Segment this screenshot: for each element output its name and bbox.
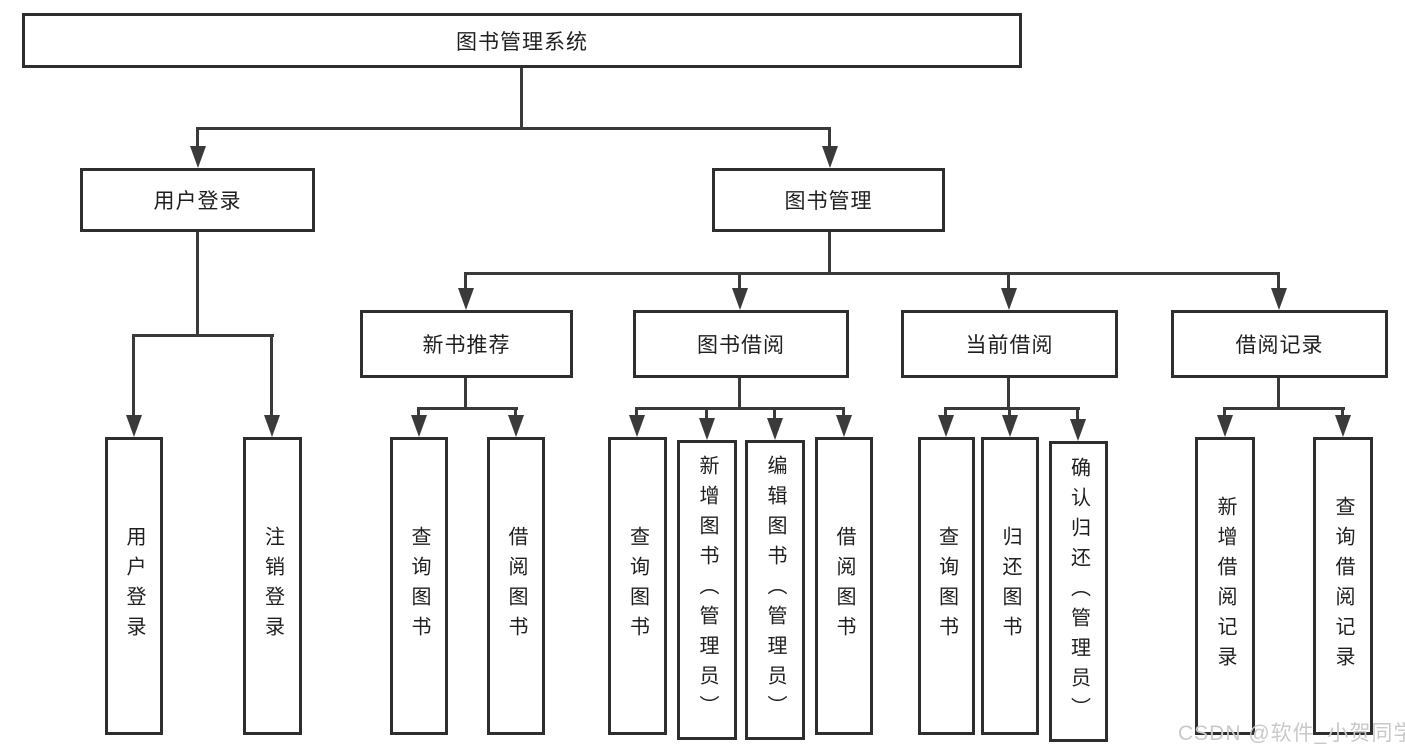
leaf-add-borrow-record: 新增借阅记录 (1195, 437, 1255, 735)
connector-level1-drop-right (828, 127, 831, 150)
node-label: 新增借阅记录 (1214, 496, 1236, 676)
connector-login-drop-2 (270, 334, 273, 418)
node-label: 查询图书 (626, 526, 649, 646)
connector-recommend-hline (417, 407, 518, 410)
node-label: 借阅图书 (505, 526, 527, 646)
node-borrow-records: 借阅记录 (1171, 310, 1388, 378)
leaf-confirm-return-admin: 确认归还（管理员） (1049, 441, 1108, 742)
node-user-login: 用户登录 (80, 168, 315, 232)
node-label: 用户登录 (153, 190, 242, 213)
connector-records-drop-2 (1341, 407, 1344, 417)
connector-level2-drop-1 (464, 272, 467, 292)
connector-records-hline (1223, 407, 1345, 410)
node-book-borrow: 图书借阅 (633, 310, 849, 378)
arrowhead-icon (1217, 415, 1233, 437)
arrowhead-icon (508, 415, 524, 437)
node-label: 查询图书 (408, 526, 430, 646)
arrowhead-icon (1070, 419, 1086, 441)
arrowhead-icon (264, 415, 280, 437)
node-label: 注销登录 (261, 526, 284, 646)
connector-borrow-drop-4 (842, 407, 845, 417)
leaf-user-login: 用户登录 (105, 437, 163, 735)
node-label: 用户登录 (123, 526, 145, 646)
leaf-query-books-current: 查询图书 (918, 437, 975, 735)
connector-recommend-drop-2 (514, 407, 517, 417)
node-library-system: 图书管理系统 (22, 13, 1022, 68)
node-label: 当前借阅 (965, 334, 1054, 357)
leaf-borrow-books-borrow: 借阅图书 (815, 437, 873, 735)
node-book-management: 图书管理 (712, 168, 945, 232)
arrowhead-icon (629, 415, 645, 437)
connector-level2-drop-3 (1007, 272, 1010, 292)
arrowhead-icon (938, 415, 954, 437)
leaf-query-books-borrow: 查询图书 (608, 437, 667, 735)
connector-login-stem (196, 232, 199, 337)
leaf-add-book-admin: 新增图书（管理员） (677, 440, 737, 740)
arrowhead-icon (1271, 288, 1287, 310)
node-label: 归还图书 (999, 526, 1021, 646)
connector-login-drop-1 (132, 334, 135, 418)
node-label: 确认归还（管理员） (1067, 456, 1090, 727)
node-label: 查询借阅记录 (1332, 496, 1354, 676)
leaf-return-books: 归还图书 (981, 437, 1039, 735)
arrowhead-icon (822, 146, 838, 168)
csdn-watermark: CSDN @软件_小贺同学 (1178, 722, 1405, 745)
connector-records-drop-1 (1223, 407, 1226, 417)
arrowhead-icon (126, 415, 142, 437)
arrowhead-icon (1001, 288, 1017, 310)
connector-borrow-drop-3 (773, 407, 776, 420)
connector-current-hline (944, 407, 1080, 410)
arrowhead-icon (767, 418, 783, 440)
connector-level2-drop-2 (738, 272, 741, 292)
node-label: 新书推荐 (422, 334, 511, 357)
arrowhead-icon (458, 288, 474, 310)
connector-recommend-stem (464, 378, 467, 409)
arrowhead-icon (836, 415, 852, 437)
connector-records-stem (1277, 378, 1280, 409)
leaf-query-books-recommend: 查询图书 (390, 437, 448, 735)
connector-current-drop-2 (1008, 407, 1011, 417)
arrowhead-icon (1335, 415, 1351, 437)
connector-current-stem (1007, 378, 1010, 409)
connector-recommend-drop-1 (417, 407, 420, 417)
leaf-logout: 注销登录 (243, 437, 302, 735)
connector-level2-drop-4 (1277, 272, 1280, 292)
connector-level1-hline (196, 127, 831, 130)
node-current-borrow: 当前借阅 (901, 310, 1118, 378)
connector-current-drop-1 (944, 407, 947, 417)
connector-current-drop-3 (1076, 407, 1079, 421)
connector-root-stem (520, 68, 523, 130)
arrowhead-icon (699, 418, 715, 440)
arrowhead-icon (1002, 415, 1018, 437)
connector-level2-hline (464, 272, 1280, 275)
arrowhead-icon (190, 146, 206, 168)
node-label: 借阅图书 (833, 526, 855, 646)
connector-borrow-stem (738, 378, 741, 409)
node-label: 编辑图书（管理员） (764, 455, 786, 725)
connector-login-hline (132, 334, 274, 337)
arrowhead-icon (732, 288, 748, 310)
node-label: 新增图书（管理员） (696, 455, 718, 725)
leaf-edit-book-admin: 编辑图书（管理员） (745, 440, 805, 740)
connector-level1-drop-left (196, 127, 199, 150)
arrowhead-icon (411, 415, 427, 437)
connector-borrow-hline (635, 407, 845, 410)
node-label: 图书管理系统 (456, 30, 588, 54)
connector-borrow-drop-1 (635, 407, 638, 417)
connector-mgmt-stem (828, 232, 831, 275)
node-label: 图书管理 (784, 190, 873, 213)
node-new-book-recommend: 新书推荐 (360, 310, 573, 378)
leaf-borrow-books-recommend: 借阅图书 (487, 437, 545, 735)
leaf-query-borrow-record: 查询借阅记录 (1313, 437, 1373, 735)
connector-borrow-drop-2 (705, 407, 708, 420)
node-label: 查询图书 (935, 526, 958, 646)
node-label: 图书借阅 (697, 334, 785, 357)
node-label: 借阅记录 (1235, 334, 1324, 357)
